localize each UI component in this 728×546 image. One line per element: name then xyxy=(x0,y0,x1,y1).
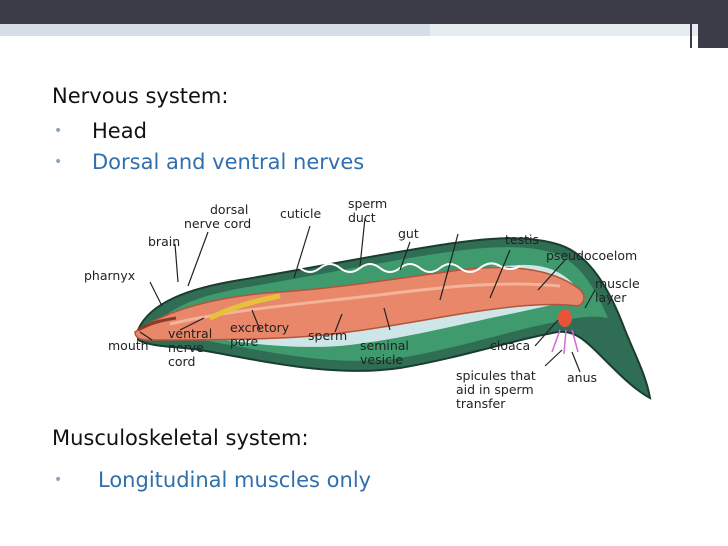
label-spicules: spicules that aid in sperm transfer xyxy=(456,368,540,411)
top-stripe-right xyxy=(430,24,698,36)
label-seminal-vesicle: seminal vesicle xyxy=(360,338,413,367)
label-brain: brain xyxy=(148,234,180,249)
label-anus: anus xyxy=(567,370,597,385)
cloaca xyxy=(558,309,572,327)
label-testis: testis xyxy=(505,232,539,247)
top-stripe-left xyxy=(0,24,430,36)
bullet-longitudinal: • Longitudinal muscles only xyxy=(54,468,371,492)
nematode-anatomy-diagram: dorsal nerve cord cuticle sperm duct gut… xyxy=(84,196,652,411)
bullet-glyph: • xyxy=(54,154,63,170)
sperm-duct-coil xyxy=(279,262,521,273)
bullet-glyph: • xyxy=(54,123,63,139)
bullet-dorsal-ventral: • Dorsal and ventral nerves xyxy=(54,150,364,174)
pharynx xyxy=(137,316,177,332)
bullet-text: Head xyxy=(92,119,147,143)
label-cloaca: cloaca xyxy=(490,338,530,353)
label-excretory-pore: excretory pore xyxy=(230,320,293,349)
label-sperm: sperm xyxy=(308,328,347,343)
bullet-glyph: • xyxy=(54,472,63,488)
bullet-head: • Head xyxy=(54,119,147,143)
label-pharnyx: pharnyx xyxy=(84,268,135,283)
bullet-text: Dorsal and ventral nerves xyxy=(92,150,365,174)
label-muscle-layer: muscle layer xyxy=(595,276,644,305)
top-corner-line xyxy=(690,24,692,48)
bullet-text: Longitudinal muscles only xyxy=(98,468,372,492)
label-sperm-duct: sperm duct xyxy=(348,196,391,225)
spicules xyxy=(551,329,579,355)
label-pseudocoelom: pseudocoelom xyxy=(546,248,637,263)
label-dorsal-nerve-cord: dorsal nerve cord xyxy=(184,202,252,231)
leader-lines xyxy=(139,217,596,373)
label-gut: gut xyxy=(398,226,419,241)
musculoskeletal-heading: Musculoskeletal system: xyxy=(52,426,309,450)
excretory-canal xyxy=(208,293,281,321)
label-mouth: mouth xyxy=(108,338,149,353)
label-cuticle: cuticle xyxy=(280,206,322,221)
nervous-heading: Nervous system: xyxy=(52,84,229,108)
top-bar xyxy=(0,0,728,24)
label-ventral-nerve-cord: ventral nerve cord xyxy=(168,326,216,369)
top-corner-block xyxy=(698,24,728,48)
